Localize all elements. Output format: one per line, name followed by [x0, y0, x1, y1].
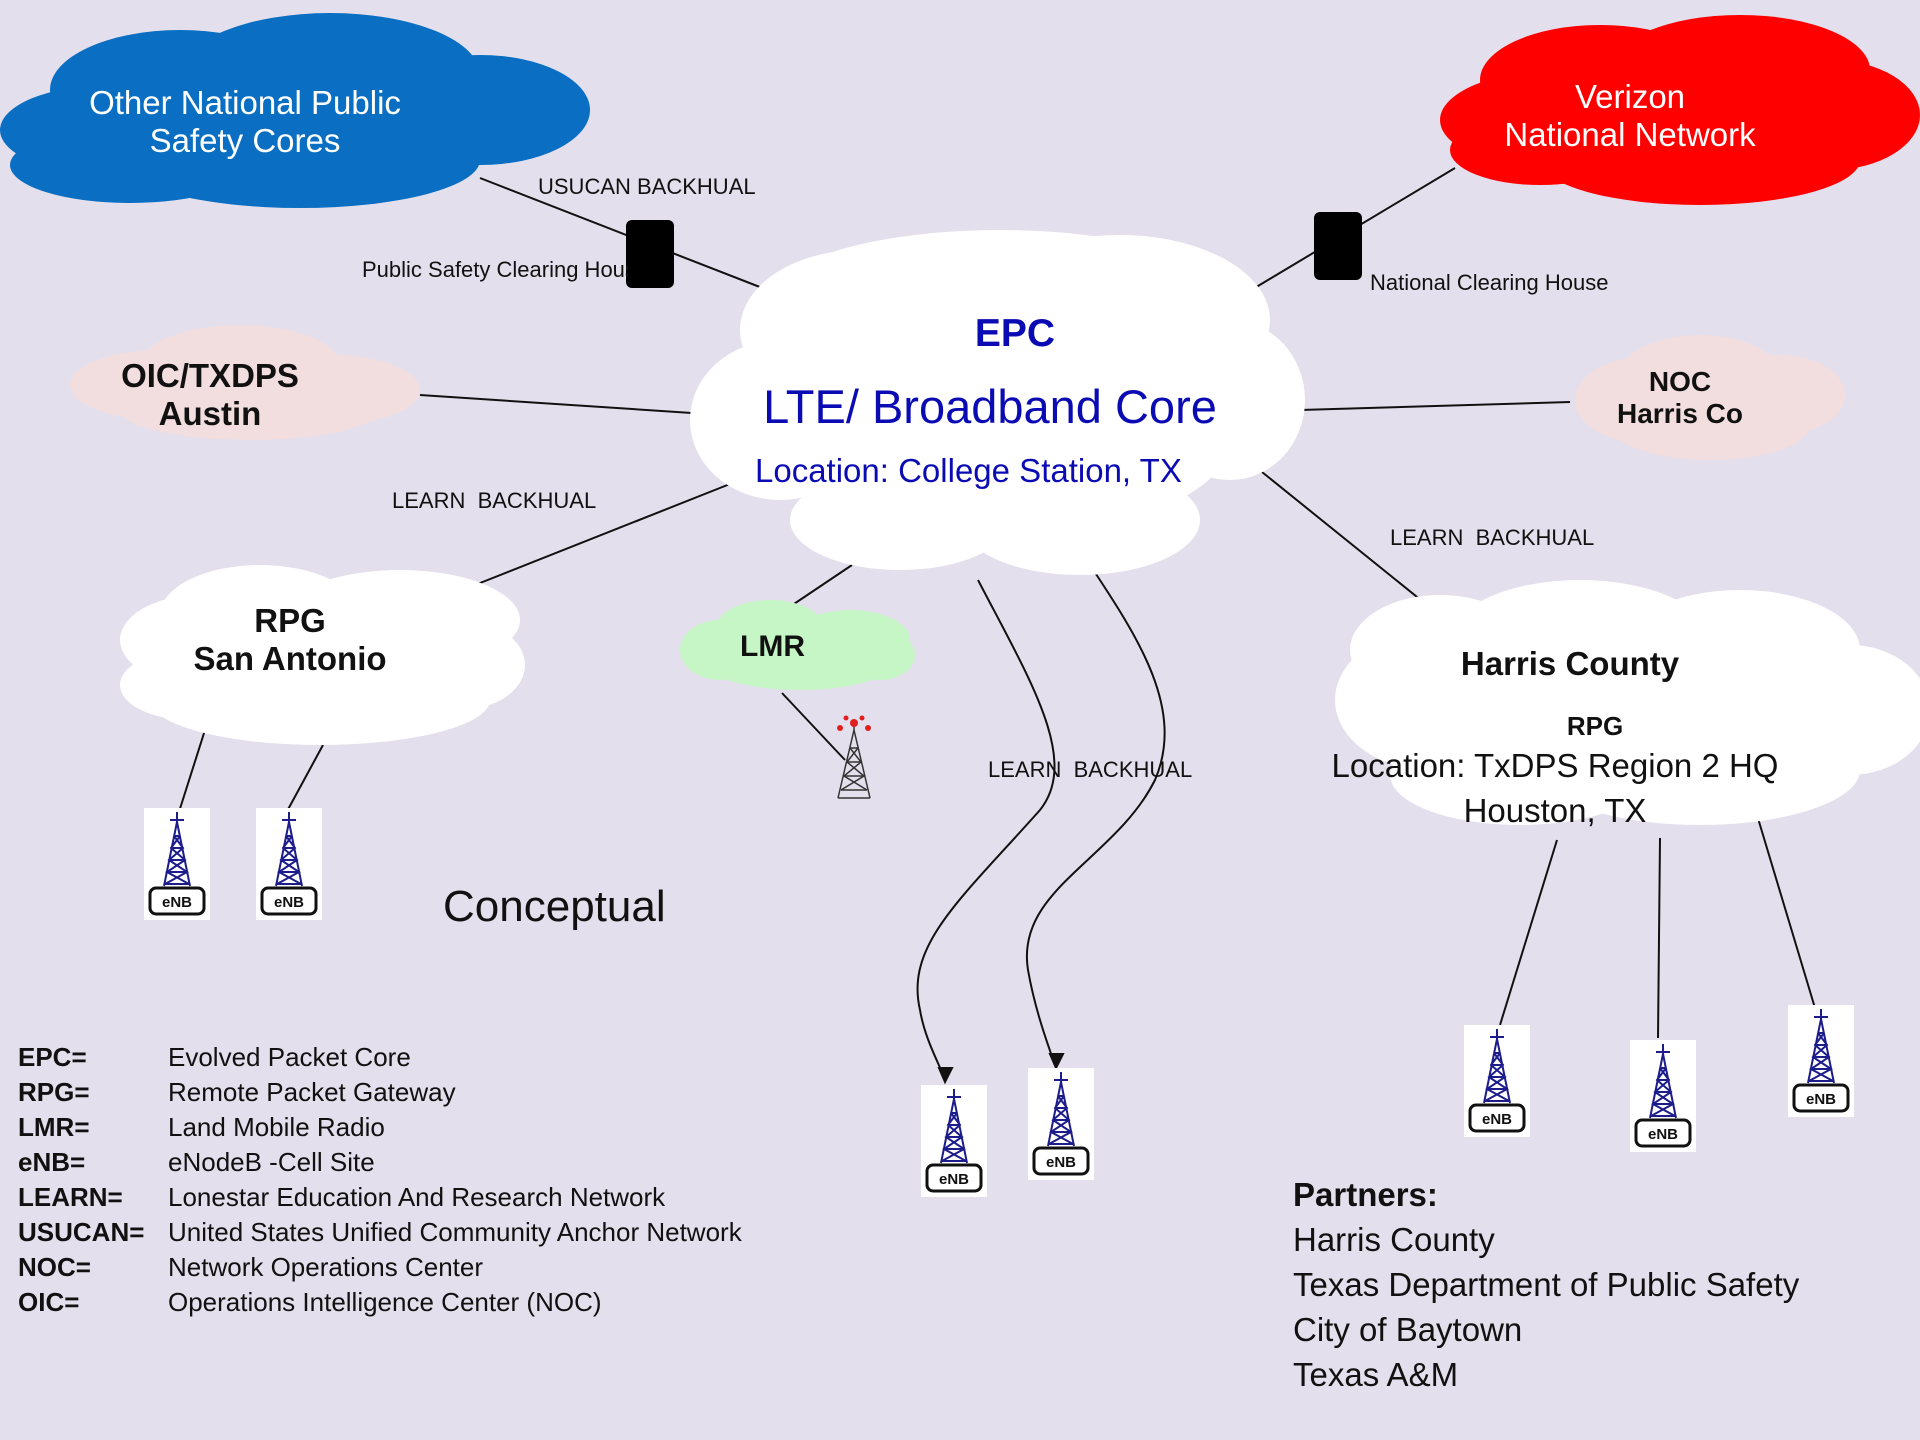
other-cores-label: Other National Public Safety Cores — [89, 84, 401, 159]
link-enb-sa-2 — [284, 744, 324, 816]
legend-row-oic: OIC=Operations Intelligence Center (NOC) — [18, 1287, 602, 1317]
link-enb-harris-3 — [1756, 814, 1816, 1009]
enb-tower-icon: eNB — [1630, 1040, 1696, 1152]
enb-label: eNB — [162, 894, 192, 911]
legend-row-lmr: LMR=Land Mobile Radio — [18, 1112, 385, 1142]
enb-tower-icon: eNB — [256, 808, 322, 920]
link-enb-sa-1 — [177, 729, 206, 816]
verizon-label: Verizon National Network — [1504, 78, 1756, 153]
enb-tower-icon: eNB — [1464, 1025, 1530, 1137]
harris-location: Location: TxDPS Region 2 HQ Houston, TX — [1331, 747, 1779, 829]
enb-label: eNB — [1806, 1091, 1836, 1108]
link-enb-harris-1 — [1499, 839, 1558, 1026]
cloud-noc — [1575, 335, 1845, 460]
enb-tower-icon: eNB — [1028, 1068, 1094, 1180]
partner-item: Harris County — [1293, 1221, 1495, 1258]
harris-title: Harris County — [1460, 645, 1680, 682]
legend: EPC=Evolved Packet Core RPG=Remote Packe… — [18, 1040, 742, 1320]
harris-rpg: RPG — [1566, 711, 1624, 741]
cloud-rpg-sa — [120, 565, 525, 745]
enb-tower-icon: eNB — [1788, 1005, 1854, 1117]
enb-label: eNB — [274, 894, 304, 911]
link-rpg-sa — [474, 481, 736, 586]
cloud-lmr — [680, 600, 915, 690]
enb-label: eNB — [1482, 1111, 1512, 1128]
partner-item: Texas A&M — [1293, 1356, 1459, 1393]
legend-row-enb: eNB=eNodeB -Cell Site — [18, 1147, 375, 1177]
cloud-epc — [690, 230, 1305, 575]
partner-item: Texas Department of Public Safety — [1293, 1266, 1800, 1303]
oic-label: OIC/TXDPS Austin — [121, 357, 299, 432]
cloud-other-cores — [0, 13, 590, 208]
link-enb-center-1 — [916, 579, 1056, 1081]
link-enb-harris-2 — [1657, 837, 1661, 1039]
lmr-tower-icon — [837, 715, 871, 799]
cloud-harris — [1335, 580, 1920, 825]
legend-row-rpg: RPG=Remote Packet Gateway — [18, 1077, 456, 1107]
partners-title: Partners: — [1293, 1176, 1438, 1213]
enb-tower-icon: eNB — [921, 1085, 987, 1197]
enb-label: eNB — [939, 1171, 969, 1188]
learn-backhaul-center-label: LEARN BACKHUAL — [988, 757, 1193, 782]
enb-label: eNB — [1046, 1154, 1076, 1171]
ps-clearing-house-label: Public Safety Clearing House — [362, 257, 628, 282]
learn-backhaul-left-label: LEARN BACKHUAL — [392, 488, 597, 513]
connector-lines — [177, 167, 1816, 1085]
cloud-verizon — [1440, 15, 1920, 205]
partners-block: Partners: Harris County Texas Department… — [1293, 1172, 1799, 1397]
link-lmr-tower — [781, 692, 846, 761]
legend-row-noc: NOC=Network Operations Center — [18, 1252, 484, 1282]
enb-label: eNB — [1648, 1126, 1678, 1143]
ps-clearing-house-box — [626, 220, 674, 288]
usucan-backhaul-label: USUCAN BACKHUAL — [538, 174, 756, 199]
enb-tower-icon: eNB — [144, 808, 210, 920]
arrow-center-1 — [937, 1067, 954, 1085]
link-noc — [1299, 401, 1571, 411]
legend-row-usucan: USUCAN=United States Unified Community A… — [18, 1217, 742, 1247]
national-clearing-house-box — [1314, 212, 1362, 280]
epc-title: EPC — [974, 312, 1056, 355]
cloud-oic — [70, 325, 420, 440]
legend-row-learn: LEARN=Lonestar Education And Research Ne… — [18, 1182, 666, 1212]
link-enb-center-2 — [1025, 561, 1166, 1066]
enb-towers: eNB eNB eNB eNB eNB eNB eNB — [144, 808, 1854, 1197]
legend-row-epc: EPC=Evolved Packet Core — [18, 1042, 411, 1072]
epc-location: Location: College Station, TX — [755, 452, 1182, 489]
national-clearing-house-label: National Clearing House — [1370, 270, 1609, 295]
conceptual-label: Conceptual — [443, 882, 666, 931]
epc-subtitle: LTE/ Broadband Core — [763, 380, 1217, 433]
lmr-label: LMR — [740, 630, 805, 663]
noc-label: NOC Harris Co — [1616, 366, 1744, 430]
learn-backhaul-right-label: LEARN BACKHUAL — [1390, 525, 1595, 550]
link-oic — [419, 394, 723, 416]
arrow-center-2 — [1048, 1053, 1065, 1071]
partner-item: City of Baytown — [1293, 1311, 1523, 1348]
rpg-sa-label: RPG San Antonio — [193, 602, 387, 677]
